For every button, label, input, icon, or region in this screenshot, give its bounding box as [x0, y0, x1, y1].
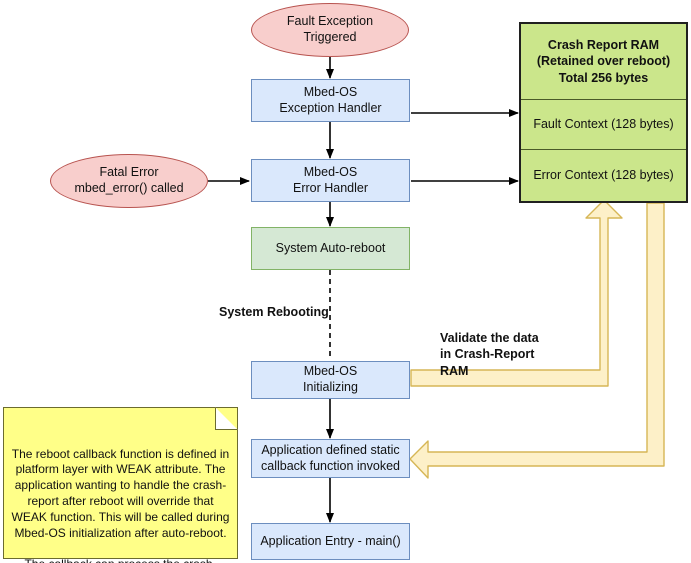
node-label: Mbed-OS Initializing	[303, 364, 358, 394]
note-text: The reboot callback function is defined …	[11, 446, 230, 563]
ram-header-label: Crash Report RAM (Retained over reboot) …	[536, 38, 671, 85]
label-validate-crash-report-ram: Validate the data in Crash-Report RAM	[440, 331, 539, 378]
node-mbed-os-error-handler[interactable]: Mbed-OS Error Handler	[251, 159, 410, 202]
node-application-callback-invoked[interactable]: Application defined static callback func…	[251, 439, 410, 478]
node-label: Application Entry - main()	[260, 533, 401, 548]
ram-header-cell: Crash Report RAM (Retained over reboot) …	[521, 24, 686, 100]
node-application-entry-main[interactable]: Application Entry - main()	[251, 523, 410, 560]
node-label: Mbed-OS Exception Handler	[279, 84, 382, 115]
node-mbed-os-exception-handler[interactable]: Mbed-OS Exception Handler	[251, 79, 410, 122]
node-crash-report-ram[interactable]: Crash Report RAM (Retained over reboot) …	[519, 22, 688, 203]
node-label: Application defined static callback func…	[261, 442, 400, 473]
ram-error-context-label: Error Context (128 bytes)	[533, 168, 674, 183]
ram-fault-context-label: Fault Context (128 bytes)	[533, 117, 674, 132]
node-system-auto-reboot[interactable]: System Auto-reboot	[251, 227, 410, 270]
node-label: Mbed-OS Error Handler	[292, 164, 369, 195]
node-mbed-os-initializing[interactable]: Mbed-OS Initializing	[251, 361, 410, 399]
node-label: Fatal Error mbed_error() called	[74, 165, 184, 195]
note-fold-corner-icon	[215, 407, 238, 430]
ram-error-context-cell[interactable]: Error Context (128 bytes)	[521, 150, 686, 201]
node-fatal-error-mbed-error-called[interactable]: Fatal Error mbed_error() called	[50, 154, 208, 208]
label-system-rebooting: System Rebooting	[219, 305, 329, 319]
ram-fault-context-cell[interactable]: Fault Context (128 bytes)	[521, 100, 686, 150]
node-label: Fault Exception Triggered	[286, 14, 374, 44]
node-label: System Auto-reboot	[275, 240, 386, 255]
node-fault-exception-triggered[interactable]: Fault Exception Triggered	[251, 3, 409, 57]
note-reboot-callback: The reboot callback function is defined …	[3, 407, 238, 563]
